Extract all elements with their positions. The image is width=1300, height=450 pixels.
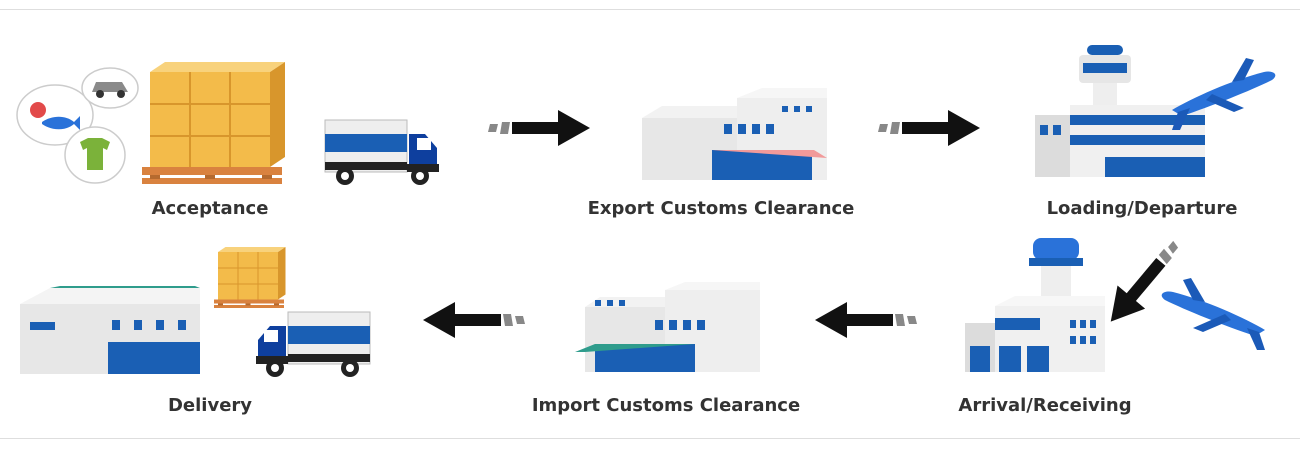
bottom-divider xyxy=(0,438,1300,439)
step-label-import-customs: Import Customs Clearance xyxy=(531,395,801,416)
warehouse-icon xyxy=(20,286,200,374)
pallet-boxes-icon xyxy=(141,61,286,185)
step-label-export-customs: Export Customs Clearance xyxy=(587,198,855,219)
customs-building-icon xyxy=(642,88,827,180)
truck-icon xyxy=(324,119,440,186)
airplane-arriving-icon xyxy=(1161,278,1265,350)
delivery-boxes-icon xyxy=(213,246,286,309)
arrow-left-1 xyxy=(815,302,917,338)
arrow-right-1 xyxy=(488,110,590,146)
delivery-truck-icon xyxy=(255,311,371,378)
step-label-acceptance: Acceptance xyxy=(151,198,269,219)
step-label-arrival-receiving: Arrival/Receiving xyxy=(958,395,1132,416)
arrival-terminal-icon xyxy=(965,238,1105,372)
top-divider xyxy=(0,9,1300,10)
goods-bubbles-icon xyxy=(16,67,139,184)
import-customs-building-icon xyxy=(575,282,760,372)
arrow-left-2 xyxy=(423,302,525,338)
step-label-delivery: Delivery xyxy=(167,395,253,416)
arrow-right-2 xyxy=(878,110,980,146)
arrow-down-left xyxy=(1096,231,1191,334)
step-label-loading-departure: Loading/Departure xyxy=(1046,198,1238,219)
